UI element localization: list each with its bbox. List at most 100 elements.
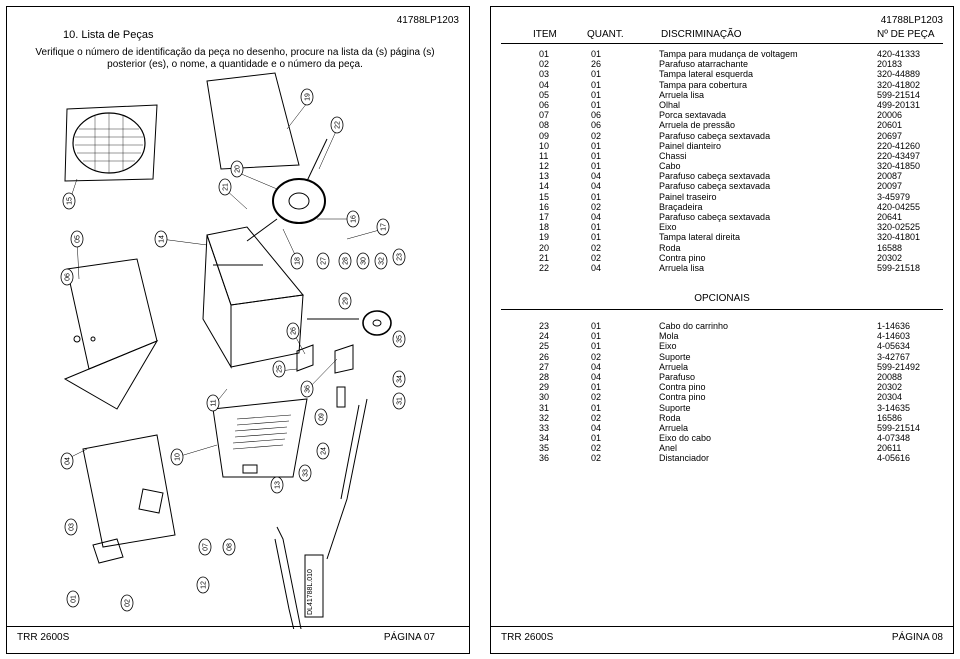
callout-label: 14 — [159, 235, 166, 243]
item-number: 32 — [539, 412, 550, 423]
callout-label: 19 — [305, 93, 312, 101]
callout-label: 31 — [397, 397, 404, 405]
quantity: 01 — [591, 99, 602, 110]
item-number: 27 — [539, 361, 550, 372]
description: Painel dianteiro — [659, 140, 722, 151]
top-cover-shape — [66, 258, 158, 370]
left-doc-code: 41788LP1203 — [396, 15, 459, 26]
optional-title: OPCIONAIS — [694, 293, 750, 304]
callout-label: 08 — [227, 543, 234, 551]
footer-page-number: PÁGINA 07 — [383, 632, 435, 643]
part-number: 4-05616 — [877, 453, 911, 464]
description: Cabo — [659, 161, 681, 172]
footer-rule — [7, 626, 469, 627]
wheel-shape — [272, 178, 326, 224]
footer-page-number: PÁGINA 08 — [891, 632, 943, 643]
quantity: 02 — [591, 392, 602, 403]
quantity: 04 — [591, 171, 602, 182]
item-number: 21 — [539, 252, 550, 263]
table-row: 32 02 Roda 16586 — [491, 413, 953, 423]
item-number: 31 — [539, 402, 550, 413]
callout-label: 07 — [203, 543, 210, 551]
quantity: 02 — [591, 412, 602, 423]
item-number: 22 — [539, 262, 550, 273]
quantity: 01 — [591, 232, 602, 243]
callout-15: 15 — [62, 192, 76, 210]
item-number: 29 — [539, 382, 550, 393]
description: Parafuso cabeça sextavada — [659, 181, 771, 192]
description: Arruela de pressão — [659, 120, 736, 131]
callout-04: 04 — [60, 452, 74, 470]
callout-label: 16 — [351, 215, 358, 223]
quantity: 01 — [591, 321, 602, 331]
part-number: 16586 — [877, 412, 903, 423]
description: Roda — [659, 412, 681, 423]
description: Suporte — [659, 351, 691, 362]
item-number: 33 — [539, 422, 550, 433]
description: Parafuso atarrachante — [659, 59, 749, 70]
callout-label: 21 — [223, 183, 230, 191]
description: Parafuso cabeça sextavada — [659, 171, 771, 182]
description: Eixo — [659, 222, 677, 233]
callout-label: 04 — [65, 457, 72, 465]
callout-label: 12 — [201, 581, 208, 589]
description: Porca sextavada — [659, 110, 727, 121]
description: Roda — [659, 242, 681, 253]
callout-label: 06 — [65, 273, 72, 281]
quantity: 02 — [591, 201, 602, 212]
callout-label: 23 — [397, 253, 404, 261]
part-number: 3-42767 — [877, 351, 911, 362]
callout-24: 24 — [316, 442, 330, 460]
right-page: 41788LP1203 ITEM QUANT. DISCRIMINAÇÃO Nº… — [490, 6, 954, 654]
callout-label: 20 — [235, 165, 242, 173]
item-number: 12 — [539, 161, 550, 172]
callout-28: 28 — [338, 252, 352, 270]
quantity: 06 — [591, 110, 602, 121]
right-cover-shape — [206, 72, 300, 170]
part-number: 20302 — [877, 252, 903, 263]
callout-01: 01 — [66, 590, 80, 608]
description: Anel — [659, 443, 678, 454]
callout-label: 27 — [321, 257, 328, 265]
part-number: 599-21514 — [877, 89, 921, 100]
part-number: 320-02525 — [877, 222, 921, 233]
footer-model: TRR 2600S — [501, 632, 554, 643]
description: Contra pino — [659, 392, 706, 403]
item-number: 36 — [539, 453, 550, 464]
description: Tampa para cobertura — [659, 79, 748, 90]
description: Arruela lisa — [659, 262, 705, 273]
item-number: 23 — [539, 321, 550, 331]
part-number: 20302 — [877, 382, 903, 393]
description: Tampa lateral direita — [659, 232, 741, 243]
part-number: 20641 — [877, 212, 903, 222]
item-number: 08 — [539, 120, 550, 131]
item-number: 14 — [539, 181, 550, 192]
quantity: 01 — [591, 140, 602, 151]
drawing-label-box — [304, 554, 324, 618]
part-number: 20087 — [877, 171, 903, 182]
quantity: 02 — [591, 351, 602, 362]
callout-26: 26 — [286, 322, 300, 340]
instruction-text: Verifique o número de identificação da p… — [35, 47, 435, 70]
callout-label: 02 — [125, 599, 132, 607]
quantity: 02 — [591, 443, 602, 454]
part-number: 4-05634 — [877, 341, 911, 352]
quantity: 01 — [591, 341, 602, 352]
part-number: 320-41801 — [877, 232, 921, 243]
part-number: 499-20131 — [877, 99, 921, 110]
item-number: 30 — [539, 392, 550, 403]
header-description: DISCRIMINAÇÃO — [661, 29, 742, 40]
